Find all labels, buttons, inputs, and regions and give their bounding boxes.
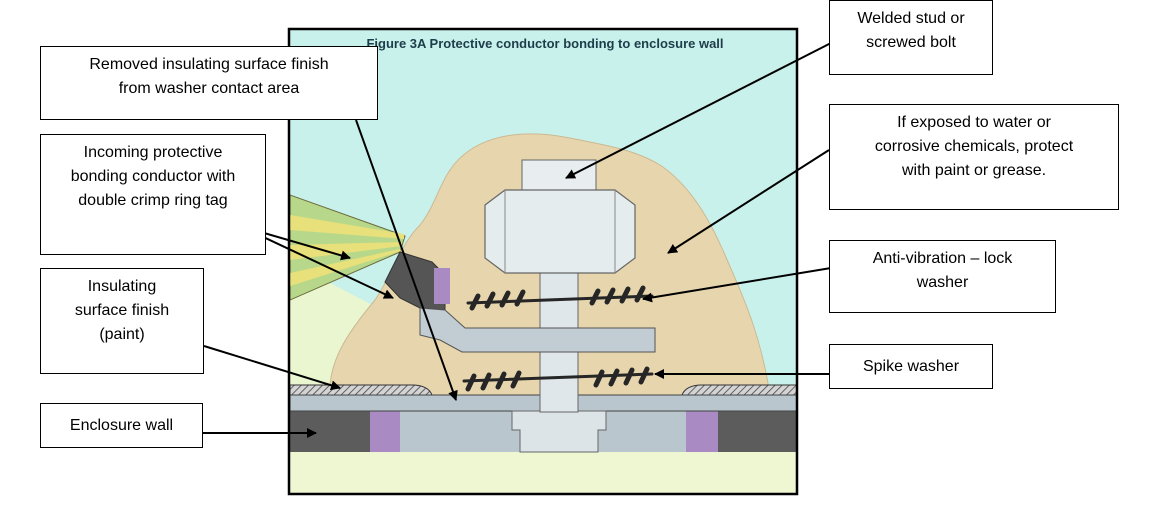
lock-washer (466, 285, 654, 311)
enclosure-wall-left (290, 411, 370, 452)
figure-title: Figure 3A Protective conductor bonding t… (366, 36, 723, 51)
stud-tip (521, 159, 597, 193)
callout-incoming-conductor: Incoming protective bonding conductor wi… (40, 134, 266, 255)
stud-weld-foot (511, 410, 607, 453)
callout-spike-washer: Spike washer (829, 344, 993, 389)
hex-nut (484, 189, 636, 274)
paint-layer-right (681, 384, 797, 396)
callout-removed-finish: Removed insulating surface finish from w… (40, 46, 378, 120)
paint-layer-left (290, 384, 433, 396)
callout-exposed-water: If exposed to water or corrosive chemica… (829, 104, 1119, 210)
crimp-tag-band (434, 268, 450, 304)
wall-paint-edge-right (686, 411, 718, 452)
callout-enclosure-wall: Enclosure wall (40, 403, 203, 448)
wall-paint-edge-left (370, 411, 400, 452)
callout-anti-vibration: Anti-vibration – lock washer (829, 240, 1056, 313)
enclosure-wall-right (718, 411, 797, 452)
callout-welded-stud: Welded stud or screwed bolt (829, 0, 993, 75)
ground-area (290, 452, 797, 494)
callout-insulating-finish: Insulating surface finish (paint) (40, 268, 204, 374)
spike-washer (462, 366, 654, 392)
